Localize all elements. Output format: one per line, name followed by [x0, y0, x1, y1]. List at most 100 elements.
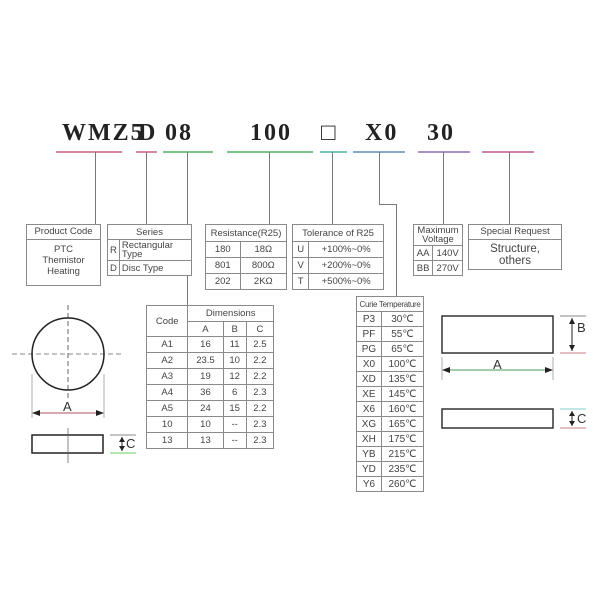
resistance-value: 800Ω	[239, 257, 288, 274]
curie-temp: 215℃	[380, 446, 425, 462]
resistance-value: 2KΩ	[239, 273, 288, 290]
dim-c: 2.3	[245, 416, 275, 433]
dim-code: A1	[145, 336, 189, 353]
dim-c: 2.5	[245, 336, 275, 353]
product-code-box: Product Code PTC Themistor Heating	[26, 224, 101, 286]
curie-code: YB	[356, 446, 382, 462]
dim-code: 13	[145, 432, 189, 449]
rect-dim-b-label: B	[577, 320, 586, 335]
max-voltage-header: Maximum Voltage	[413, 224, 463, 246]
curie-code: XE	[356, 386, 382, 402]
dim-c: 2.2	[245, 368, 275, 385]
product-code-line: PTC	[54, 244, 73, 255]
tolerance-header: Tolerance of R25	[292, 224, 384, 242]
dim-code: A5	[145, 400, 189, 417]
series-code: D	[107, 260, 120, 276]
dim-c: 2.3	[245, 384, 275, 401]
curie-code: XG	[356, 416, 382, 432]
curie-code: X6	[356, 401, 382, 417]
underline-resistance	[227, 151, 313, 153]
curie-temp: 145℃	[380, 386, 425, 402]
curie-code: PF	[356, 326, 382, 342]
voltage-value: 270V	[432, 260, 463, 276]
product-code-line: Themistor	[42, 255, 85, 266]
resistance-code: 180	[205, 241, 241, 258]
disc-dim-a-label: A	[63, 399, 72, 414]
dim-b: --	[222, 416, 247, 433]
resistance-code: 202	[205, 273, 241, 290]
dim-header-group: Dimensions	[187, 305, 274, 322]
curie-temp: 30℃	[380, 311, 425, 327]
code-voltage: 30	[427, 120, 455, 146]
dim-code: 10	[145, 416, 189, 433]
tolerance-table: Tolerance of R25 U+100%~0% V+200%~0% T+5…	[291, 224, 384, 290]
disc-drawing	[12, 305, 136, 463]
underline-tolerance	[320, 151, 347, 153]
tolerance-value: +200%~0%	[308, 257, 384, 274]
curie-temp: 175℃	[380, 431, 425, 447]
dim-a: 13	[187, 432, 224, 449]
disc-dim-c-label: C	[126, 436, 136, 451]
leader-curie-a	[379, 152, 380, 204]
voltage-value: 140V	[432, 245, 463, 261]
dim-code: A2	[145, 352, 189, 369]
curie-code: XH	[356, 431, 382, 447]
curie-temp: 235℃	[380, 461, 425, 477]
resistance-header: Resistance(R25)	[205, 224, 287, 242]
leader-resistance	[269, 152, 270, 224]
code-curie: X0	[365, 120, 399, 146]
dim-a: 16	[187, 336, 224, 353]
code-resistance: 100	[250, 120, 292, 146]
curie-temp: 165℃	[380, 416, 425, 432]
dim-code: A3	[145, 368, 189, 385]
tolerance-code: T	[291, 273, 310, 290]
leader-tolerance	[332, 152, 333, 224]
dim-b: 10	[222, 352, 247, 369]
dim-col-c: C	[245, 321, 275, 337]
rect-dim-a-label: A	[493, 357, 502, 372]
dim-header-code: Code	[145, 305, 189, 337]
dim-c: 2.3	[245, 432, 275, 449]
special-request-header: Special Request	[469, 225, 561, 240]
dim-c: 2.2	[245, 352, 275, 369]
curie-temp: 55℃	[380, 326, 425, 342]
underline-dimensions	[163, 151, 213, 153]
dim-col-b: B	[222, 321, 247, 337]
dim-a: 10	[187, 416, 224, 433]
resistance-code: 801	[205, 257, 241, 274]
code-product: WMZ5	[62, 120, 145, 146]
curie-temp: 65℃	[380, 341, 425, 357]
curie-code: P3	[356, 311, 382, 327]
curie-code: YD	[356, 461, 382, 477]
curie-header: Curie Temperature	[356, 296, 424, 312]
leader-product	[95, 152, 96, 224]
resistance-value: 18Ω	[239, 241, 288, 258]
dim-code: A4	[145, 384, 189, 401]
dim-col-a: A	[187, 321, 224, 337]
product-code-line: Heating	[47, 266, 80, 277]
tolerance-code: U	[291, 241, 310, 258]
dim-b: 15	[222, 400, 247, 417]
curie-code: XD	[356, 371, 382, 387]
underline-voltage	[418, 151, 470, 153]
curie-temp: 100℃	[380, 356, 425, 372]
code-dimensions: 08	[165, 120, 193, 146]
curie-code: PG	[356, 341, 382, 357]
curie-code: Y6	[356, 476, 382, 492]
